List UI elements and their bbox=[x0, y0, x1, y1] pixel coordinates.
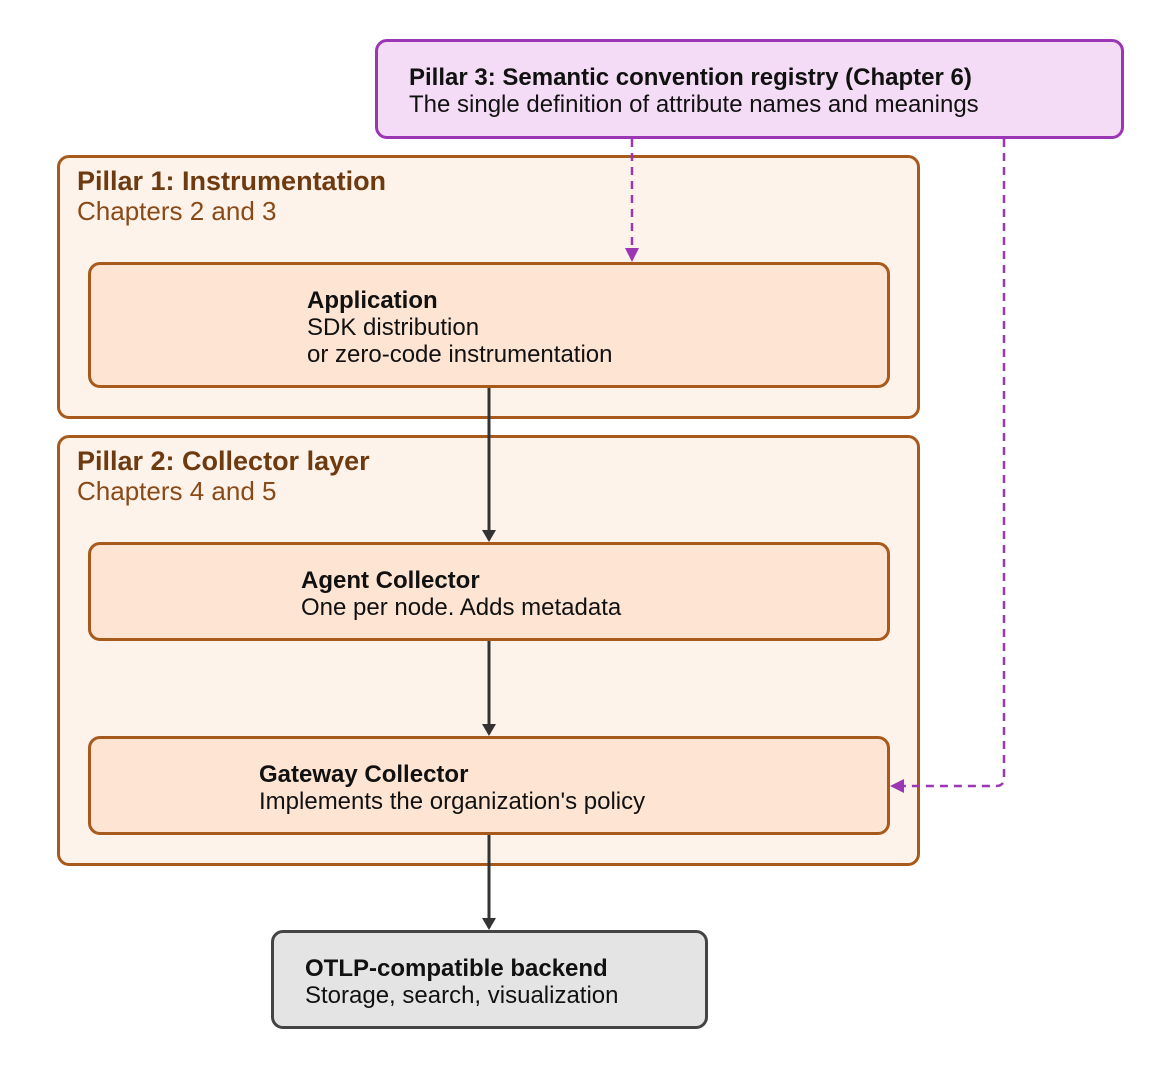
application-node: Application SDK distribution or zero-cod… bbox=[88, 262, 890, 388]
gateway-collector-node: Gateway Collector Implements the organiz… bbox=[88, 736, 890, 835]
otlp-backend-node: OTLP-compatible backend Storage, search,… bbox=[271, 930, 708, 1029]
backend-title: OTLP-compatible backend bbox=[305, 955, 608, 982]
agent-collector-node: Agent Collector One per node. Adds metad… bbox=[88, 542, 890, 641]
pillar-2-title: Pillar 2: Collector layer bbox=[77, 446, 370, 476]
pillar-1-subtitle: Chapters 2 and 3 bbox=[77, 196, 277, 226]
application-line-1: SDK distribution bbox=[307, 314, 480, 341]
registry-subtitle: The single definition of attribute names… bbox=[409, 91, 979, 118]
semantic-convention-registry: Pillar 3: Semantic convention registry (… bbox=[375, 39, 1124, 139]
application-title: Application bbox=[307, 287, 438, 314]
pillar-1-title: Pillar 1: Instrumentation bbox=[77, 166, 387, 196]
backend-line-1: Storage, search, visualization bbox=[305, 982, 619, 1009]
application-line-2: or zero-code instrumentation bbox=[307, 341, 613, 368]
dashed-arrow-registry-to-gateway bbox=[890, 139, 1006, 793]
registry-title: Pillar 3: Semantic convention registry (… bbox=[409, 64, 972, 91]
pillar-2-subtitle: Chapters 4 and 5 bbox=[77, 476, 277, 506]
agent-collector-line-1: One per node. Adds metadata bbox=[301, 594, 622, 621]
gateway-collector-line-1: Implements the organization's policy bbox=[259, 788, 646, 815]
agent-collector-title: Agent Collector bbox=[301, 567, 480, 594]
gateway-collector-title: Gateway Collector bbox=[259, 761, 469, 788]
